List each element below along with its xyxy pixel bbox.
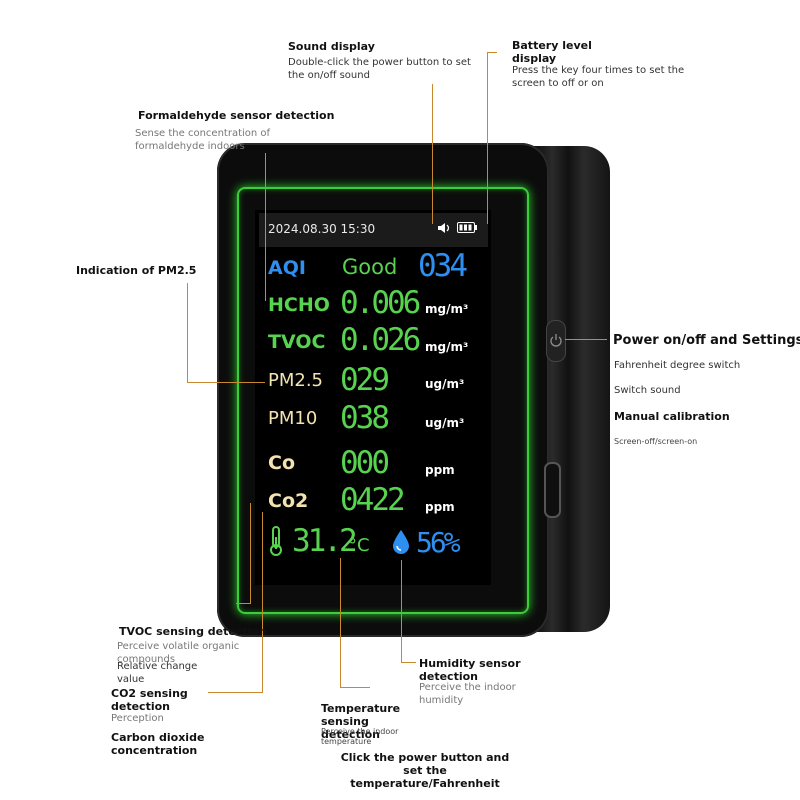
temperature-desc: Perceive the indoor temperature [321, 727, 399, 746]
display-screen [255, 210, 491, 585]
leader-battery-tick [487, 52, 497, 53]
leader-humidity-v [401, 560, 402, 663]
formaldehyde-title: Formaldehyde sensor detection [138, 109, 335, 122]
pm10-value: 038 [340, 400, 390, 436]
leader-sound [432, 84, 433, 224]
tvoc-desc: Perceive volatile organic compounds [117, 641, 240, 665]
temperature-note: Click the power button and set the tempe… [340, 751, 510, 790]
humidity-value: 56% [416, 526, 461, 559]
humidity-desc: Perceive the indoor humidity [419, 682, 516, 706]
pm25-unit: ug/m³ [425, 377, 465, 391]
leader-formaldehyde [265, 153, 266, 301]
tvoc-title: TVOC sensing detection [119, 625, 267, 638]
power-title: Power on/off and Settings [613, 333, 800, 348]
power-item-fahrenheit: Fahrenheit degree switch [614, 360, 741, 371]
co2-unit: ppm [425, 500, 455, 514]
screen-glow-frame [237, 187, 529, 614]
battery-title: Battery level display [512, 39, 592, 65]
leader-power [565, 339, 607, 340]
battery-icon [457, 222, 477, 233]
pm25-label: PM2.5 [268, 370, 324, 391]
hcho-label: HCHO [268, 294, 330, 316]
power-item-calibration: Manual calibration [614, 410, 730, 423]
leader-tvoc-h [236, 603, 251, 604]
aqi-label: AQI [268, 257, 306, 279]
tvoc-unit: mg/m³ [425, 340, 469, 354]
sound-icon [438, 223, 450, 233]
sound-desc: Double-click the power button to set the… [288, 57, 471, 81]
co2-desc-2: Carbon dioxide concentration [111, 731, 205, 757]
power-item-screen: Screen-off/screen-on [614, 437, 698, 446]
pm10-unit: ug/m³ [425, 416, 465, 430]
co2-desc-1: Perception [111, 713, 164, 724]
humidity-title: Humidity sensor detection [419, 657, 521, 683]
power-icon [550, 334, 562, 347]
date-time: 2024.08.30 15:30 [268, 222, 376, 236]
hcho-value: 0.006 [340, 285, 421, 321]
co2-label: Co2 [268, 490, 309, 512]
tvoc-value: 0.026 [340, 322, 421, 358]
power-button[interactable] [546, 320, 566, 362]
leader-tvoc-v [250, 503, 251, 603]
co-unit: ppm [425, 463, 455, 477]
temperature-value: 31.2 [292, 523, 358, 559]
temperature-unit: °C [348, 535, 370, 556]
aqi-value: 034 [418, 248, 468, 284]
temperature-title: Temperature sensing detection [321, 702, 401, 741]
hcho-unit: mg/m³ [425, 302, 469, 316]
leader-pm25-v [187, 283, 188, 383]
usb-c-port-icon [544, 462, 561, 518]
leader-co2-h [208, 692, 263, 693]
thermometer-icon [270, 526, 282, 556]
co2-title: CO2 sensing detection [111, 687, 188, 713]
power-item-sound: Switch sound [614, 385, 681, 396]
leader-battery [487, 52, 488, 224]
sound-title: Sound display [288, 40, 375, 53]
co-value: 000 [340, 445, 390, 481]
leader-temperature-h [340, 687, 370, 688]
pm25-value: 029 [340, 362, 390, 398]
leader-temperature-v [340, 558, 341, 688]
co2-value: 0422 [340, 482, 406, 518]
relative-change: Relative change value [117, 661, 198, 685]
tvoc-label: TVOC [268, 331, 326, 353]
leader-pm25-h [187, 382, 265, 383]
pm10-label: PM10 [268, 408, 318, 429]
co-label: Co [268, 452, 295, 474]
leader-co2-v [262, 512, 263, 692]
status-bar [259, 213, 488, 247]
pm25-annotation: Indication of PM2.5 [76, 264, 197, 277]
leader-humidity-h [401, 662, 416, 663]
battery-desc: Press the key four times to set the scre… [512, 65, 685, 89]
formaldehyde-desc: Sense the concentration of formaldehyde … [135, 128, 271, 152]
water-drop-icon [393, 530, 409, 554]
aqi-status: Good [342, 255, 398, 279]
